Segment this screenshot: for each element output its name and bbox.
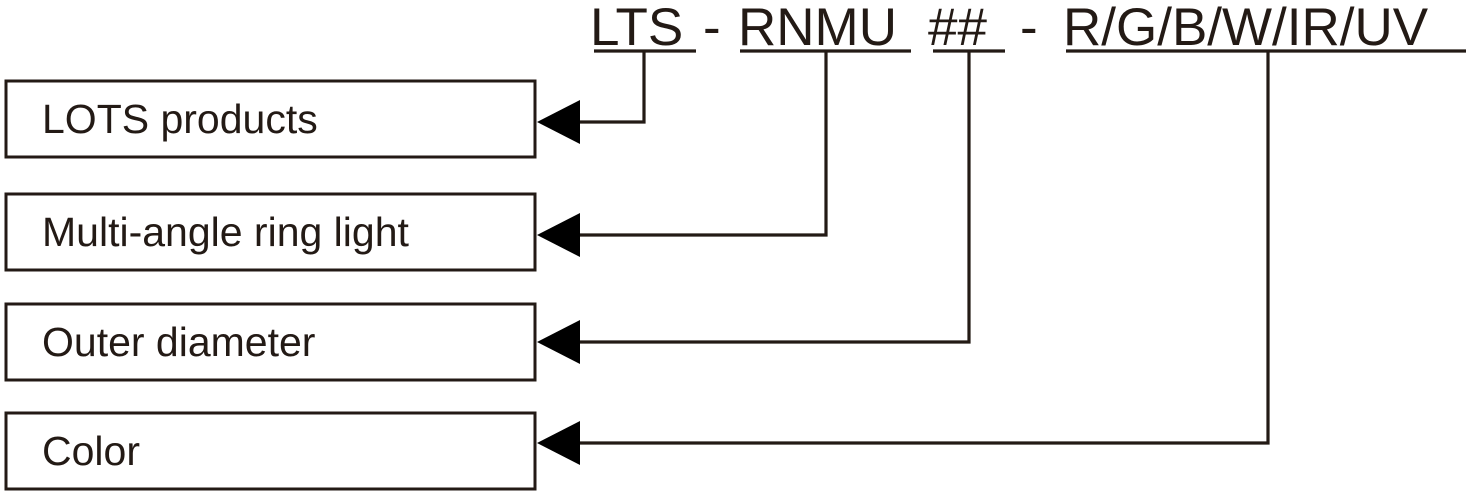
arrow-head-color xyxy=(537,421,580,465)
callout-box-prefix-rect xyxy=(4,79,537,159)
partnum-separator-2: - xyxy=(1020,0,1038,57)
leader-line-diameter xyxy=(578,51,971,344)
callout-label-diameter: Outer diameter xyxy=(42,319,315,365)
partnum-segment-diameter: ## xyxy=(928,0,987,57)
leader-line-series xyxy=(578,51,828,237)
leader-line-prefix xyxy=(578,51,646,124)
partnum-segment-color: R/G/B/W/IR/UV xyxy=(1063,0,1429,57)
arrow-head-diameter xyxy=(537,320,580,364)
arrow-head-prefix xyxy=(537,100,580,144)
callout-box-diameter-rect xyxy=(4,302,537,382)
callout-box-diameter: Outer diameter xyxy=(4,302,537,382)
partnum-separator-1: - xyxy=(703,0,721,57)
leader-line-color xyxy=(578,51,1270,445)
callout-box-color-rect xyxy=(4,411,537,491)
callout-label-series: Multi-angle ring light xyxy=(42,209,410,255)
callout-label-prefix: LOTS products xyxy=(42,96,318,142)
partnum-segment-series: RNMU xyxy=(738,0,897,57)
callout-box-series: Multi-angle ring light xyxy=(4,192,537,272)
callout-label-color: Color xyxy=(42,428,140,474)
callout-box-color: Color xyxy=(4,411,537,491)
partnum-segment-prefix: LTS xyxy=(590,0,683,57)
callout-box-series-rect xyxy=(4,192,537,272)
arrow-head-series xyxy=(537,213,580,257)
callout-box-prefix: LOTS products xyxy=(4,79,537,159)
